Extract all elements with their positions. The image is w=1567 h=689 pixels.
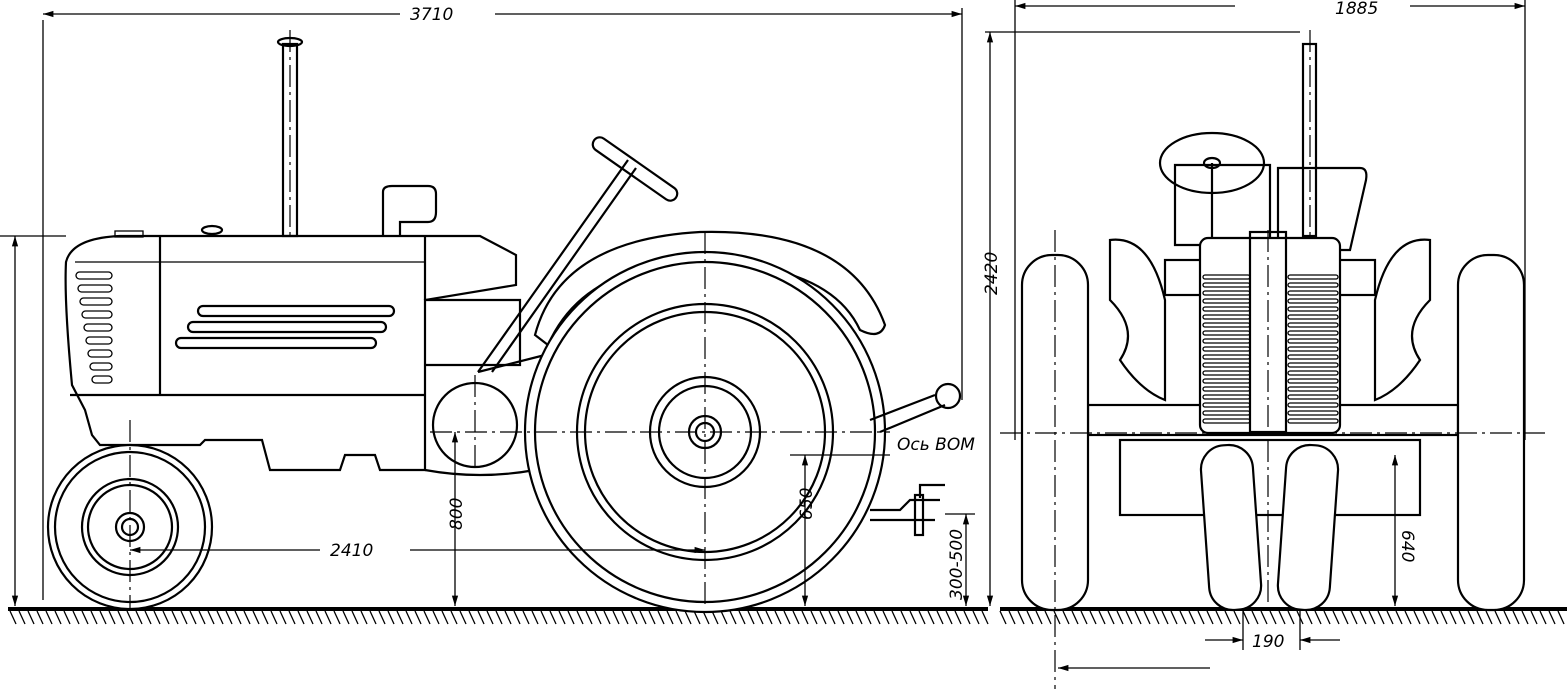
dim-wheelbase: 2410 — [129, 541, 705, 561]
overall-width-label: 1885 — [1335, 0, 1378, 19]
front-wheel-right — [1276, 443, 1340, 612]
dim-pto-height: 650 Ось ВОМ — [790, 435, 975, 606]
pto-axis-label: Ось ВОМ — [897, 435, 975, 455]
dim-front-track: 190 — [1205, 610, 1340, 652]
axle-height-label: 640 — [1397, 530, 1417, 562]
front-view: 1885 2420 640 190 — [982, 0, 1545, 689]
rear-axle-height-label: 800 — [447, 498, 467, 530]
radiator-grille — [75, 271, 113, 384]
dim-rear-axle-height: 800 — [447, 432, 467, 606]
wheelbase-label: 2410 — [330, 541, 373, 561]
pto-height-label: 650 — [797, 488, 817, 520]
dim-overall-height: 2420 — [982, 31, 1300, 606]
dim-hitch-height: 300-500 — [945, 513, 975, 606]
side-view: 3710 2410 800 650 Ось ВОМ 300-500 — [0, 5, 975, 614]
steering-wheel — [591, 136, 679, 202]
hitch-height-label: 300-500 — [947, 529, 967, 600]
dim-overall-width: 1885 — [1014, 0, 1526, 440]
overall-height-label: 2420 — [982, 252, 1002, 295]
front-track-label: 190 — [1252, 632, 1284, 652]
dim-axle-height: 640 — [1391, 455, 1417, 606]
ground-line — [8, 607, 1567, 625]
front-wheel-left — [1199, 443, 1263, 612]
hood — [64, 234, 518, 472]
dim-overall-length: 3710 — [42, 5, 963, 600]
overall-length-label: 3710 — [410, 5, 453, 25]
